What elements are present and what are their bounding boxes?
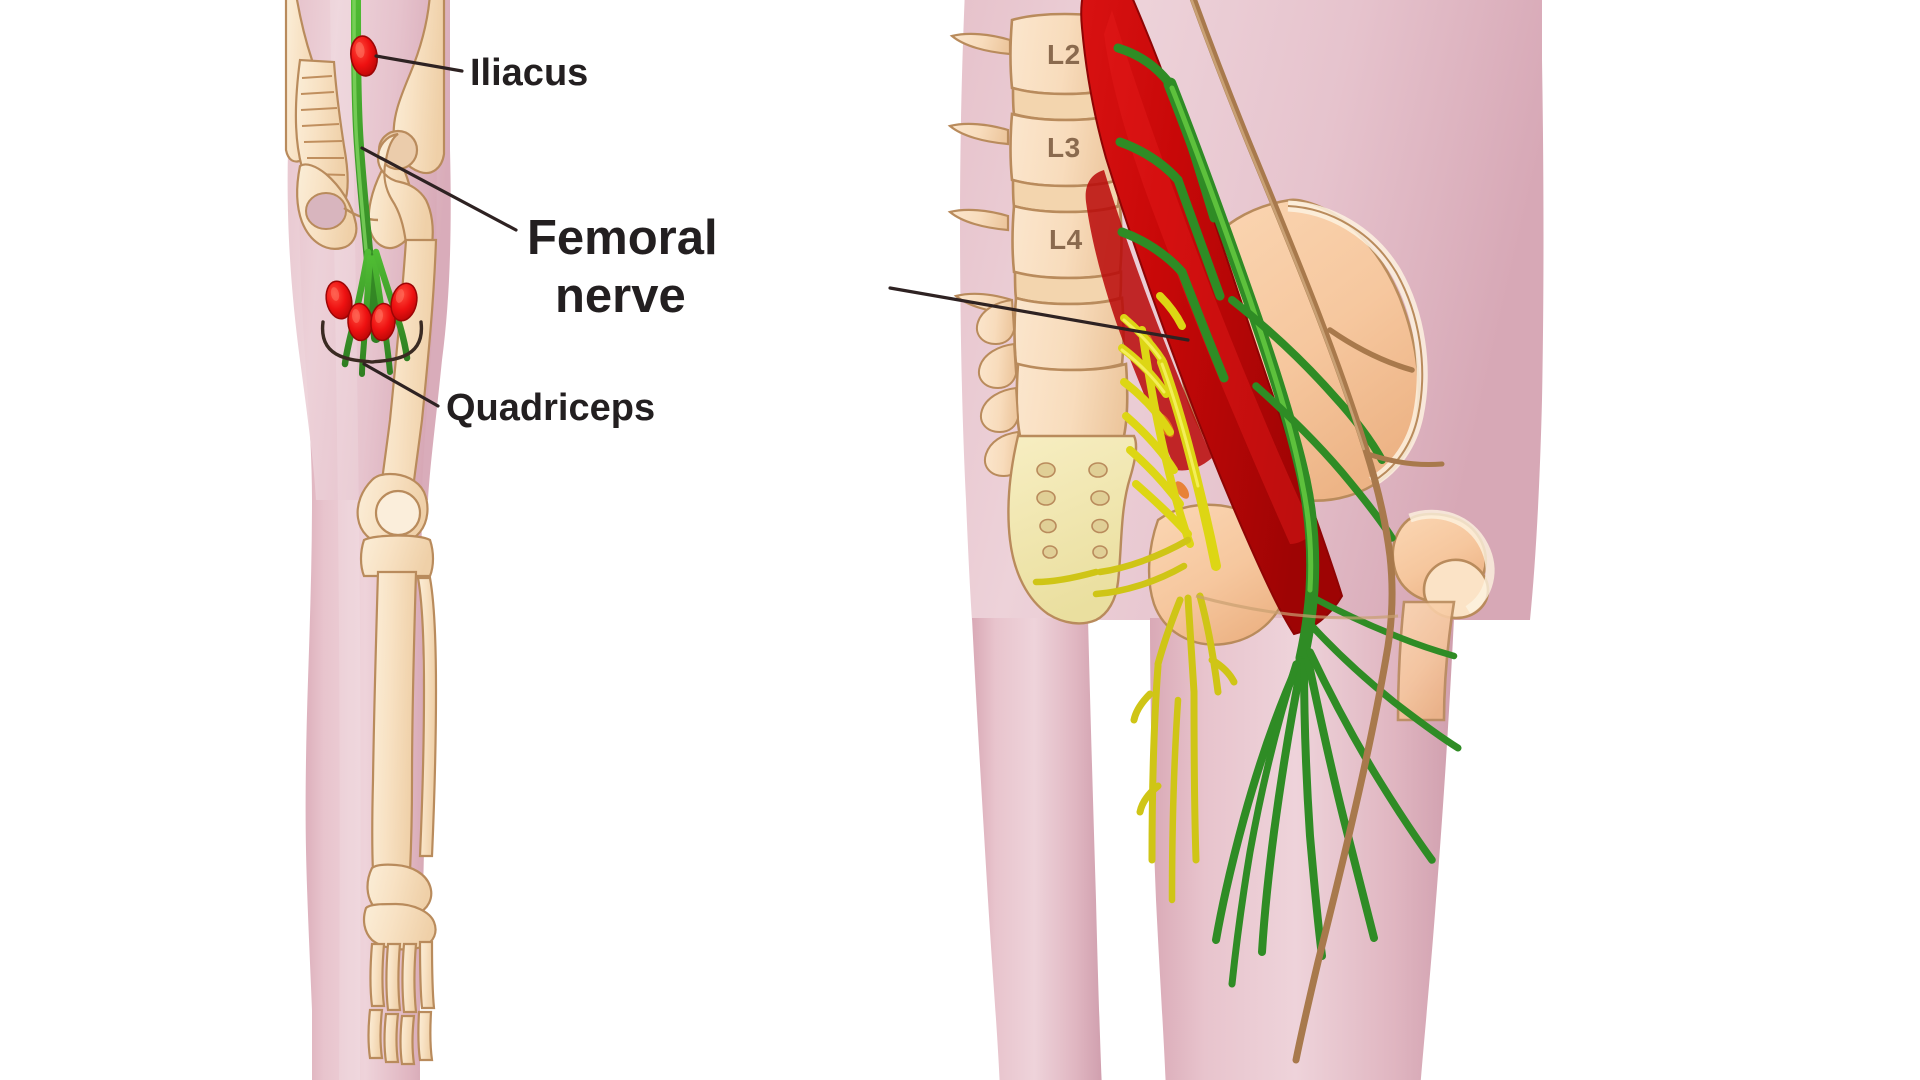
trochanter-rim <box>1408 509 1495 614</box>
vertebra-lower-body <box>1015 362 1129 444</box>
femoral-branch-fan-7 <box>1306 592 1458 660</box>
nerve-root-L4 <box>1117 227 1187 277</box>
label-vertebra-L2: L2 <box>1047 39 1081 70</box>
femur-bone-group <box>356 132 438 546</box>
obturator-nerve-branches <box>1130 592 1238 904</box>
left-obturator-foramen <box>305 192 347 230</box>
femoral-branch-fan-6 <box>1308 622 1462 752</box>
right-panel-femoral-nerve <box>1113 43 1462 988</box>
left-panel-anterior-leg <box>284 0 518 1080</box>
iliacus-leader-line-icon <box>374 54 464 73</box>
psoas-highlight <box>1104 10 1314 544</box>
label-iliacus: Iliacus <box>470 52 588 94</box>
inter-thigh-gap <box>1090 640 1152 1080</box>
femoral-nerve-trunk-highlight <box>352 0 368 252</box>
quadriceps-marker-group-icon <box>325 280 418 342</box>
phalanx-bones <box>367 1008 434 1066</box>
lumbar-plexus-highlights <box>1120 318 1200 488</box>
tibia-shaft <box>371 570 418 874</box>
right-panel-right-thigh <box>1150 618 1454 1080</box>
nerve-root-L3 <box>1115 137 1183 185</box>
label-femoral-nerve-line1: Femoral <box>527 211 718 265</box>
label-vertebra-L3: L3 <box>1047 132 1081 163</box>
iliac-artery-tan <box>1189 0 1445 1064</box>
femoral-nerve-branch-midleft <box>359 255 373 377</box>
label-femoral-nerve-line2: nerve <box>555 269 686 323</box>
femoral-leader-line-right-icon <box>888 286 1190 342</box>
iliac-artery-highlight <box>1190 0 1366 451</box>
common-iliac-artery <box>1189 0 1396 662</box>
femoral-leader-line-left-icon <box>360 146 518 232</box>
femoral-branch-fan-5 <box>1306 648 1436 864</box>
iliac-crest-rim-outline <box>1287 205 1424 483</box>
sacrum-right-panel <box>1007 434 1138 625</box>
inguinal-ligament <box>1195 594 1399 620</box>
femoral-branch-fan-3 <box>1300 658 1326 960</box>
saphenous-nerve-branch <box>1228 660 1300 988</box>
iliacus-marker-icon <box>350 35 378 77</box>
nerve-limb-lower <box>1177 267 1229 383</box>
fibula <box>416 576 438 858</box>
artery-branch-lateral <box>1365 451 1445 467</box>
label-quadriceps: Quadriceps <box>446 387 655 429</box>
psoas-medial-slip <box>1085 170 1212 471</box>
quadriceps-brace-icon <box>320 320 424 364</box>
nerve-limb-middle <box>1173 175 1225 301</box>
right-panel-lumbar-plexus <box>947 0 1544 1080</box>
femoral-branch-fan-4 <box>1304 656 1378 942</box>
tarsal-bones <box>362 902 437 951</box>
femoral-artery-descending <box>1292 654 1390 1064</box>
patella <box>374 489 422 537</box>
quadriceps-leader-line-icon <box>362 362 440 408</box>
artery-branch-over-ilium <box>1327 327 1415 373</box>
vertebra-L5-body <box>1013 296 1125 372</box>
femoral-branch-fan-2 <box>1258 658 1306 956</box>
tibial-plateau <box>359 534 435 578</box>
lateral-branch-2 <box>1252 382 1396 542</box>
leg-inner-shading <box>330 0 361 1080</box>
right-panel-left-thigh <box>972 618 1102 1080</box>
sacral-plexus-yellow-arc <box>1032 536 1192 598</box>
femoral-nerve-branch-right <box>372 248 411 362</box>
transverse-processes <box>947 32 1014 316</box>
femoral-nerve-trunk-highlight-right <box>1169 85 1314 593</box>
metatarsal-bones <box>369 940 436 1014</box>
label-vertebra-L4: L4 <box>1049 224 1083 255</box>
femoral-head-neck <box>376 132 434 246</box>
lower-leg-bones-group <box>359 534 438 1066</box>
sacral-foramina <box>1036 462 1110 559</box>
lateral-femoral-cutaneous-branch <box>1228 296 1386 464</box>
